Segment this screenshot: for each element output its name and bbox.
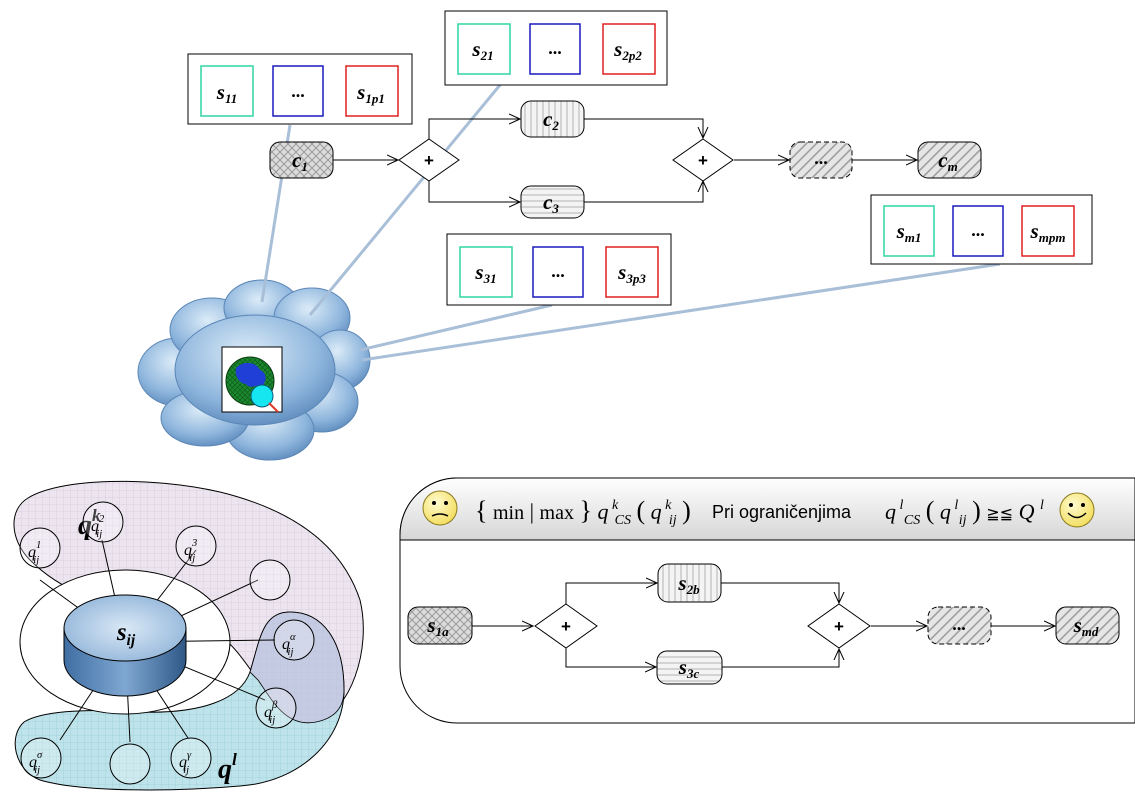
service-box-middle[interactable] [532,246,584,298]
parallel-split-gateway[interactable] [398,138,460,182]
service-box-last[interactable] [602,23,656,75]
service-label: s31 [474,260,496,286]
service-label: s1p1 [356,80,385,106]
service-box-middle[interactable] [529,23,581,75]
globe-search-icon [221,346,283,413]
ellipsis-label: ... [551,261,565,281]
component-c2[interactable] [520,100,585,138]
qos-attribute-beta[interactable] [255,687,297,729]
constraint-label: Pri ograničenjima [712,502,852,522]
service-box-middle[interactable] [272,65,324,117]
qos-attribute-alpha[interactable] [273,619,315,661]
gateway-plus-label: + [561,617,571,636]
placeholder-label: ... [952,614,966,634]
component-placeholder[interactable] [789,141,853,179]
qos-attribute-gamma[interactable] [170,737,212,779]
service-label: s11 [216,80,238,106]
objective-formula: { min | max } q k CS ( q k ij ) [475,489,691,529]
component-s2b-label: s2b [677,571,700,597]
service-group-3: s31 ... s3p3 [446,233,672,306]
top-workflow: c1 + c2 c3 + ... cm [269,100,982,219]
ellipsis-label: ... [971,220,985,240]
ellipsis-label: ... [548,38,562,58]
sad-face-icon [422,490,458,526]
service-cylinder[interactable] [63,594,187,697]
service-sij-label: sij [116,619,136,649]
service-box-first[interactable] [200,65,254,117]
service-label: s21 [471,37,493,63]
service-group-1: s11 ... s1p1 [187,53,413,125]
service-label: s2p2 [613,37,642,63]
gateway-plus-label: + [834,617,844,636]
component-s1a[interactable] [407,606,473,645]
component-s2b[interactable] [657,563,722,603]
qos-attribute-empty[interactable] [109,743,151,785]
service-label: smpm [1030,219,1066,245]
service-label: s3p3 [617,260,646,286]
constraint-formula: q l CS ( q l ij ) ≧≦ Q l [885,489,1044,529]
component-s1a-label: s1a [426,613,449,639]
region-qk-label: qk [78,506,101,541]
gateway-plus-label: + [424,151,434,170]
happy-face-icon [1059,492,1095,528]
component-placeholder[interactable] [927,606,992,645]
ellipsis-label: ... [291,81,305,101]
component-cm-label: cm [938,148,957,174]
service-group-2: s21 ... s2p2 [444,10,668,86]
component-cm[interactable] [917,141,982,179]
service-group-m: sm1 ... smpm [870,194,1093,265]
component-c3-label: c3 [543,190,559,216]
placeholder-label: ... [814,148,828,168]
component-smd[interactable] [1055,606,1120,645]
component-c1-label: c1 [292,148,308,174]
qos-attribute-3[interactable] [175,525,217,567]
optimization-panel: { min | max } q k CS ( q k ij ) Pri ogra… [399,477,1135,724]
parallel-join-gateway[interactable] [672,138,734,182]
qos-attribute-empty[interactable] [249,559,291,601]
service-label: sm1 [896,219,922,245]
service-box-last[interactable] [1021,205,1075,257]
qos-attribute-sigma[interactable] [20,737,62,779]
service-box-first[interactable] [459,246,513,298]
service-box-middle[interactable] [952,205,1004,257]
region-ql-label: ql [218,750,237,785]
component-c1[interactable] [269,141,334,179]
service-box-first[interactable] [457,23,511,75]
component-s3c[interactable] [656,650,723,685]
service-box-last[interactable] [605,246,659,298]
service-box-last[interactable] [345,65,399,117]
qos-attribute-2[interactable] [82,501,124,543]
component-smd-label: smd [1073,613,1099,639]
service-box-first[interactable] [883,205,935,257]
qos-attribute-1[interactable] [19,527,61,569]
parallel-join-gateway[interactable] [807,603,871,649]
component-s3c-label: s3c [678,655,700,681]
gateway-plus-label: + [698,151,708,170]
parallel-split-gateway[interactable] [534,603,598,649]
component-c3[interactable] [520,185,585,219]
component-c2-label: c2 [543,107,559,133]
